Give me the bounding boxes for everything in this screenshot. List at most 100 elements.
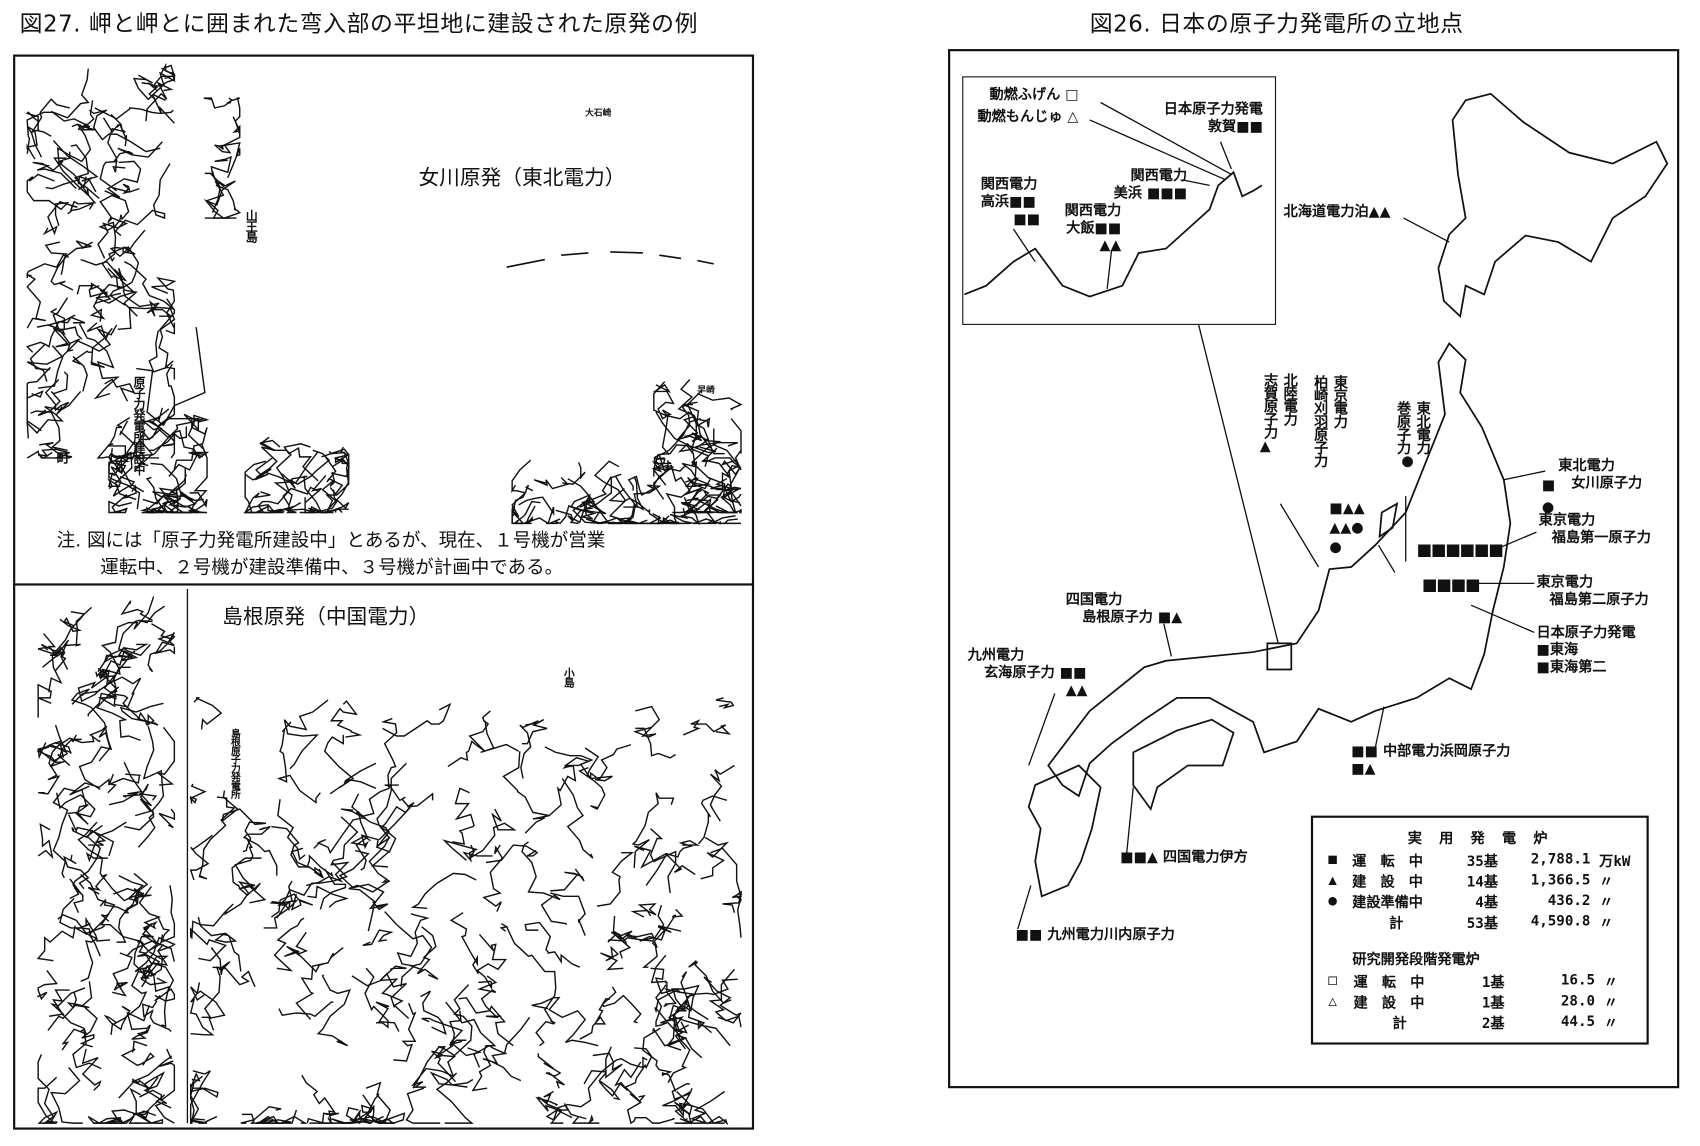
contour-line	[108, 246, 136, 263]
fukushima1-markers: ■■■■■■	[1416, 539, 1504, 560]
status-markers: ▲▲	[1368, 203, 1391, 221]
contour-line	[78, 323, 120, 400]
leader-lines	[1012, 101, 1546, 930]
contour-line	[715, 478, 741, 504]
contour-line	[674, 1090, 726, 1125]
contour-line	[682, 719, 732, 736]
contour-line	[476, 934, 508, 991]
contour-line	[569, 493, 607, 525]
contour-line	[243, 491, 271, 514]
contour-line	[301, 1074, 337, 1124]
status-markers: ■	[1536, 659, 1550, 677]
contour-line	[68, 814, 107, 846]
contour-line	[482, 844, 504, 912]
contour-line	[674, 1101, 694, 1125]
contour-line	[37, 1076, 59, 1125]
contour-line	[102, 649, 142, 721]
contour-line	[204, 184, 242, 219]
contour-line	[259, 436, 292, 506]
contour-line	[379, 965, 407, 1008]
contour-line	[135, 407, 164, 459]
status-markers: ■	[1536, 642, 1550, 659]
contour-line	[384, 911, 433, 972]
contour-line	[86, 322, 113, 369]
kyushu-outline	[1027, 764, 1102, 898]
contour-line	[46, 297, 76, 331]
contour-line	[47, 992, 90, 1031]
contour-line	[412, 984, 473, 1089]
company-name: 関西電力	[980, 176, 1038, 194]
contour-line	[93, 1112, 145, 1124]
contour-line	[197, 916, 242, 972]
status-markers: ▲▲	[1099, 237, 1122, 255]
legend-symbol	[1324, 912, 1348, 933]
contour-line	[449, 912, 479, 975]
figure-26-title: 図26. 日本の原子力発電所の立地点	[1089, 10, 1464, 38]
contour-line	[118, 1048, 172, 1099]
company-name: 四国電力	[1065, 592, 1123, 609]
contour-line	[360, 717, 398, 818]
contour-line	[89, 267, 125, 322]
contour-line	[633, 845, 696, 876]
sado-island-outline	[1378, 502, 1399, 539]
contour-line	[360, 1094, 387, 1124]
onagawa-map-title: 女川原発（東北電力）	[418, 165, 626, 190]
contour-line	[80, 258, 138, 317]
town-label: 町	[56, 450, 70, 466]
shimane-site-label: 島根原子力発電所	[228, 728, 240, 799]
contour-line	[485, 844, 539, 864]
contour-line	[545, 473, 622, 525]
contour-line	[26, 442, 73, 459]
contour-line	[370, 792, 434, 868]
contour-line	[579, 998, 610, 1040]
shikoku-outline	[1132, 718, 1235, 812]
status-markers: ▲▲●	[1329, 520, 1364, 537]
contour-line	[635, 727, 676, 759]
contour-line	[124, 726, 165, 831]
contour-line	[189, 1070, 211, 1121]
contour-line	[63, 854, 90, 890]
contour-line	[171, 467, 186, 514]
contour-line	[37, 970, 58, 1001]
site-shika: 北陸電力志賀原子力 ▲	[1260, 373, 1297, 456]
contour-line	[626, 1093, 675, 1125]
contour-line	[38, 326, 83, 389]
contour-line	[429, 1071, 474, 1088]
contour-line	[345, 1093, 380, 1122]
inset-site-monju: 動燃もんじゅ △	[977, 109, 1078, 126]
legend-count: 1基	[1481, 995, 1505, 1012]
contour-line	[85, 821, 127, 863]
contour-line	[134, 418, 200, 471]
contour-line	[25, 111, 52, 137]
status-markers: ▲	[1259, 438, 1271, 455]
contour-line	[138, 886, 162, 945]
contour-line	[393, 1002, 417, 1062]
contour-line	[71, 596, 155, 705]
contour-line	[420, 990, 447, 1036]
contour-line	[708, 968, 742, 1028]
onagawa-bay-arc	[506, 251, 714, 268]
contour-line	[107, 773, 141, 794]
status-markers: ▲▲	[1065, 682, 1088, 699]
contour-line	[26, 390, 82, 439]
contour-line	[70, 144, 90, 197]
cape-label-east: 早崎	[697, 384, 715, 395]
contour-line	[145, 81, 174, 122]
contour-line	[710, 847, 743, 913]
contour-line	[324, 455, 344, 496]
contour-line	[396, 913, 430, 987]
contour-line	[348, 880, 390, 932]
site-fukushima-daiichi: 東京電力福島第一原子力	[1539, 512, 1651, 547]
inset-site-tsuruga: 日本原子力発電敦賀■■	[1164, 101, 1263, 136]
contour-line	[445, 1001, 497, 1092]
contour-line	[642, 925, 682, 968]
site-name: 九州電力川内原子力	[1047, 926, 1175, 944]
contour-line	[98, 666, 142, 695]
contour-line	[203, 97, 234, 109]
contour-line	[95, 690, 141, 742]
site-name: 中部電力浜岡原子力	[1382, 743, 1511, 761]
site-onagawa: 東北電力女川原子力	[1558, 458, 1642, 493]
legend-unit: 〃	[1599, 874, 1614, 891]
contour-line	[189, 1072, 218, 1124]
